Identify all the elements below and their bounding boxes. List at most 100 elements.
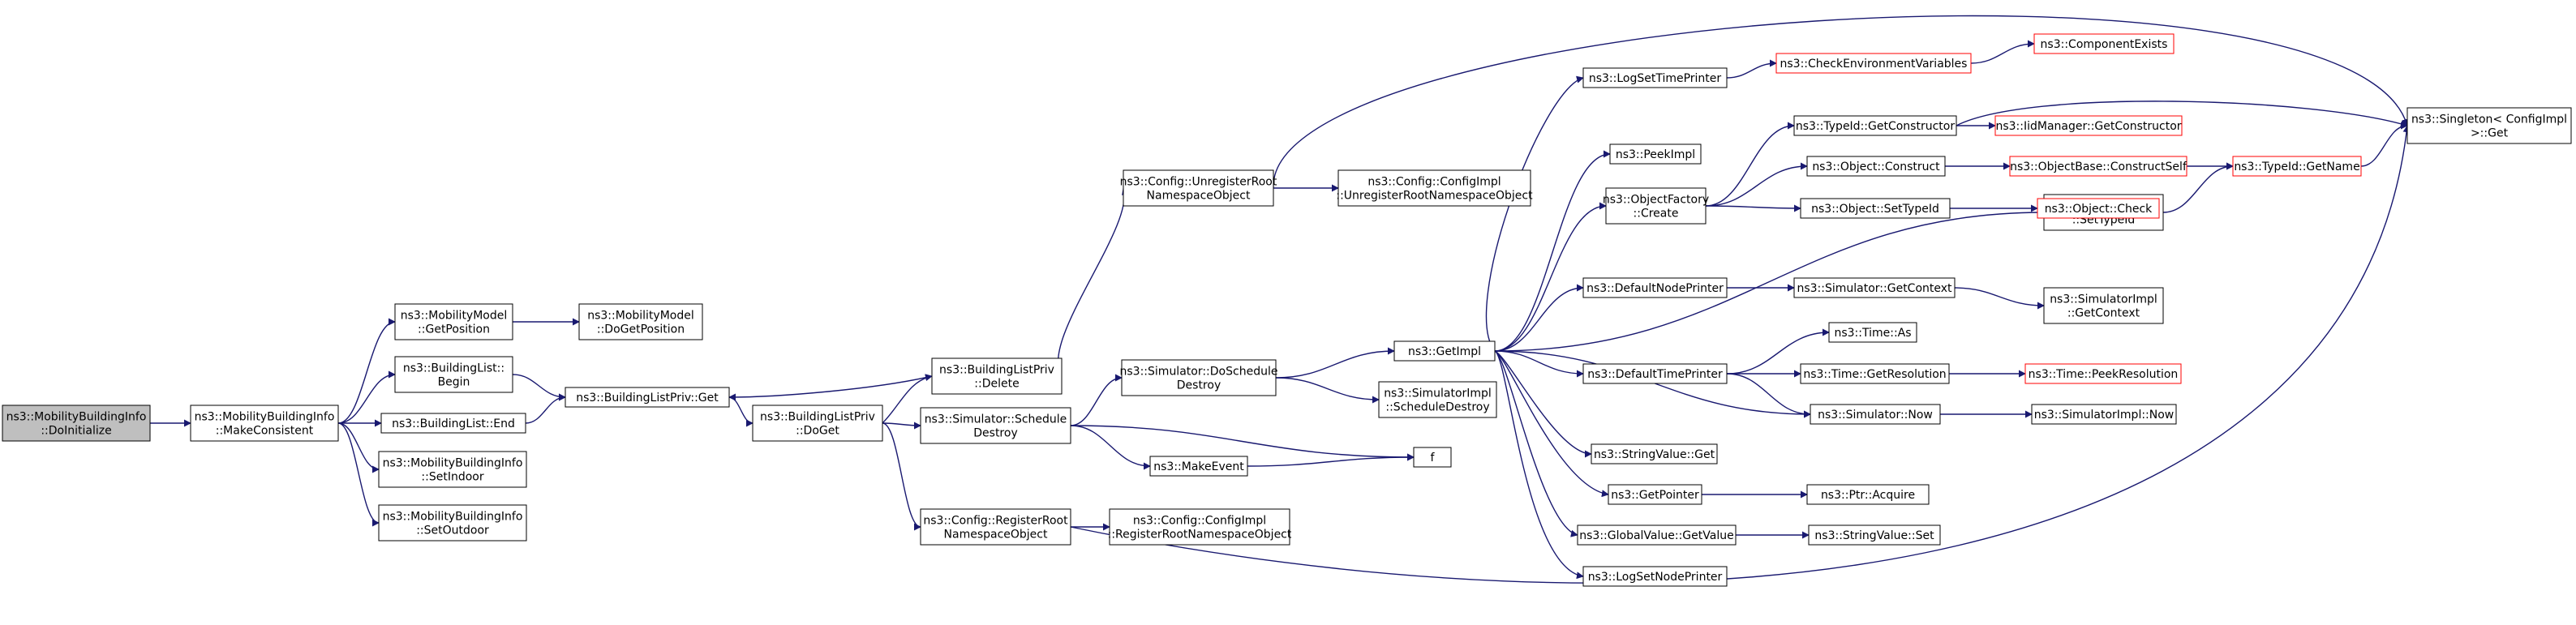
node-obj-construct[interactable]: ns3::Object::Construct (1806, 156, 1946, 177)
node-box (394, 356, 513, 393)
node-mbi-si[interactable]: ns3::MobilityBuildingInfo::SetIndoor (378, 451, 527, 488)
node-singleton-get[interactable]: ns3::Singleton< ConfigImpl >::Get (2406, 107, 2572, 144)
node-gv-getvalue[interactable]: ns3::GlobalValue::GetValue (1577, 524, 1737, 546)
node-iidm-getctor[interactable]: ns3::IidManager::GetConstructor (1994, 115, 2183, 136)
node-label: ns3::Simulator::DoSchedule (1120, 366, 1278, 379)
node-deftp[interactable]: ns3::DefaultTimePrinter (1582, 363, 1728, 384)
node-label: ns3::MobilityBuildingInfo (195, 411, 335, 424)
node-time-as[interactable]: ns3::Time::As (1828, 322, 1917, 343)
node-label: ::UnregisterRootNamespaceObject (1336, 190, 1533, 203)
node-box (2232, 156, 2362, 177)
node-sim-sd[interactable]: ns3::Simulator::ScheduleDestroy (920, 407, 1071, 444)
node-strv-set[interactable]: ns3::StringValue::Set (1808, 524, 1941, 546)
node-objf-create[interactable]: ns3::ObjectFactory::Create (1603, 187, 1709, 225)
node-make-event[interactable]: ns3::MakeEvent (1149, 456, 1248, 477)
edge-getimpl-to-strv-get (1494, 350, 1592, 458)
node-logstp[interactable]: ns3::LogSetTimePrinter (1582, 67, 1728, 88)
node-cci-urn[interactable]: ns3::Config::ConfigImpl::UnregisterRootN… (1336, 169, 1533, 207)
node-box (1808, 524, 1941, 546)
node-mbi-so[interactable]: ns3::MobilityBuildingInfo::SetOutdoor (378, 504, 527, 542)
node-defnp[interactable]: ns3::DefaultNodePrinter (1582, 277, 1728, 298)
node-getimpl[interactable]: ns3::GetImpl (1393, 340, 1496, 362)
node-label: ns3::Simulator::Now (1818, 409, 1933, 422)
node-objb-cs[interactable]: ns3::ObjectBase::ConstructSelf (2009, 156, 2187, 177)
node-f[interactable]: f (1413, 447, 1452, 468)
node-obj-check[interactable]: ns3::Object::Check (2037, 198, 2160, 219)
node-simi-sd[interactable]: ns3::SimulatorImpl::ScheduleDestroy (1378, 381, 1497, 418)
node-label: ns3::BuildingListPriv (760, 411, 875, 424)
node-getptr[interactable]: ns3::GetPointer (1608, 484, 1702, 505)
node-simi-getctx[interactable]: ns3::SimulatorImpl::GetContext (2043, 287, 2164, 324)
edge-tid-getctor-to-singleton-get (1956, 101, 2408, 128)
node-obj-settypeid[interactable]: ns3::Object::SetTypeId (1800, 198, 1951, 219)
node-mm-dgp[interactable]: ns3::MobilityModel::DoGetPosition (578, 303, 703, 340)
node-ptr-acquire[interactable]: ns3::Ptr::Acquire (1806, 484, 1930, 505)
edge-blp-delete-to-cfg-urn (1057, 187, 1129, 377)
node-mbi-mc[interactable]: ns3::MobilityBuildingInfo::MakeConsisten… (190, 405, 339, 442)
node-label: ns3::Config::ConfigImpl (1367, 176, 1501, 189)
node-checkenv[interactable]: ns3::CheckEnvironmentVariables (1775, 53, 1972, 74)
node-label: ns3::Ptr::Acquire (1821, 489, 1915, 502)
edge-bl-begin-to-blp-get (512, 374, 566, 401)
node-cfg-rrn[interactable]: ns3::Config::RegisterRootNamespaceObject (920, 508, 1071, 546)
node-label: ns3::TypeId::GetName (2234, 161, 2359, 173)
node-time-getres[interactable]: ns3::Time::GetResolution (1800, 363, 1950, 384)
node-blp-doget[interactable]: ns3::BuildingListPriv::DoGet (752, 405, 883, 442)
node-bl-end[interactable]: ns3::BuildingList::End (380, 413, 526, 434)
edge-sim-getctx-to-simi-getctx (1954, 287, 2045, 310)
edge-objf-create-to-tid-getctor (1705, 122, 1795, 207)
edge-getimpl-to-peekimpl (1494, 150, 1611, 352)
node-label: ::GetPosition (418, 323, 490, 336)
node-box (1775, 53, 1972, 74)
node-simi-now[interactable]: ns3::SimulatorImpl::Now (2031, 404, 2177, 425)
node-box (1800, 198, 1951, 219)
edge-blp-doget-to-sim-sd (882, 422, 921, 430)
node-sim-now[interactable]: ns3::Simulator::Now (1810, 404, 1941, 425)
node-peekimpl[interactable]: ns3::PeekImpl (1609, 143, 1702, 165)
edge-mbi-mc-to-bl-begin (337, 370, 396, 424)
node-label: ns3::DefaultNodePrinter (1586, 282, 1724, 295)
node-label: ns3::MobilityBuildingInfo (383, 511, 523, 524)
node-box (1393, 340, 1496, 362)
edge-deftp-to-time-as (1726, 328, 1830, 375)
edge-mbi-mc-to-mm-gp (337, 318, 396, 424)
node-box (931, 357, 1063, 395)
node-root[interactable]: ns3::MobilityBuildingInfo::DoInitialize (2, 405, 151, 442)
node-logsnp[interactable]: ns3::LogSetNodePrinter (1582, 566, 1728, 587)
node-label: ns3::MobilityBuildingInfo (383, 457, 523, 470)
node-box (394, 303, 513, 340)
node-cfg-urn[interactable]: ns3::Config::UnregisterRootNamespaceObje… (1120, 169, 1277, 207)
node-label: ns3::Time::GetResolution (1803, 368, 1946, 381)
node-box (1810, 404, 1941, 425)
node-tid-getctor[interactable]: ns3::TypeId::GetConstructor (1793, 115, 1957, 136)
node-tid-getname[interactable]: ns3::TypeId::GetName (2232, 156, 2362, 177)
node-box (2406, 107, 2572, 144)
node-blp-delete[interactable]: ns3::BuildingListPriv::Delete (931, 357, 1063, 395)
node-label: ns3::CheckEnvironmentVariables (1780, 58, 1968, 71)
node-box (1793, 277, 1956, 298)
node-label: ns3::LogSetTimePrinter (1589, 72, 1722, 85)
node-strv-get[interactable]: ns3::StringValue::Get (1591, 443, 1718, 464)
edge-mbi-mc-to-mbi-si (337, 422, 380, 473)
node-time-peekres[interactable]: ns3::Time::PeekResolution (2024, 363, 2182, 384)
edge-sim-sd-to-f (1070, 425, 1415, 461)
node-box (1800, 363, 1950, 384)
node-box (378, 504, 527, 542)
node-cci-rrn[interactable]: ns3::Config::ConfigImpl::RegisterRootNam… (1108, 508, 1292, 546)
node-label: ns3::Object::Construct (1812, 161, 1940, 173)
node-compexists[interactable]: ns3::ComponentExists (2033, 33, 2175, 54)
node-label: ::DoGetPosition (597, 323, 685, 336)
node-box (1378, 381, 1497, 418)
node-box (1577, 524, 1737, 546)
node-bl-begin[interactable]: ns3::BuildingList::Begin (394, 356, 513, 393)
node-mm-gp[interactable]: ns3::MobilityModel::GetPosition (394, 303, 513, 340)
edge-getimpl-to-logsnp (1494, 350, 1584, 580)
node-blp-get[interactable]: ns3::BuildingListPriv::Get (565, 387, 730, 408)
node-box (1582, 363, 1728, 384)
node-box (2043, 287, 2164, 324)
node-box (920, 508, 1071, 546)
node-label: ns3::Config::RegisterRoot (923, 515, 1068, 528)
node-sim-getctx[interactable]: ns3::Simulator::GetContext (1793, 277, 1956, 298)
node-label: ns3::Singleton< ConfigImpl (2411, 113, 2567, 126)
